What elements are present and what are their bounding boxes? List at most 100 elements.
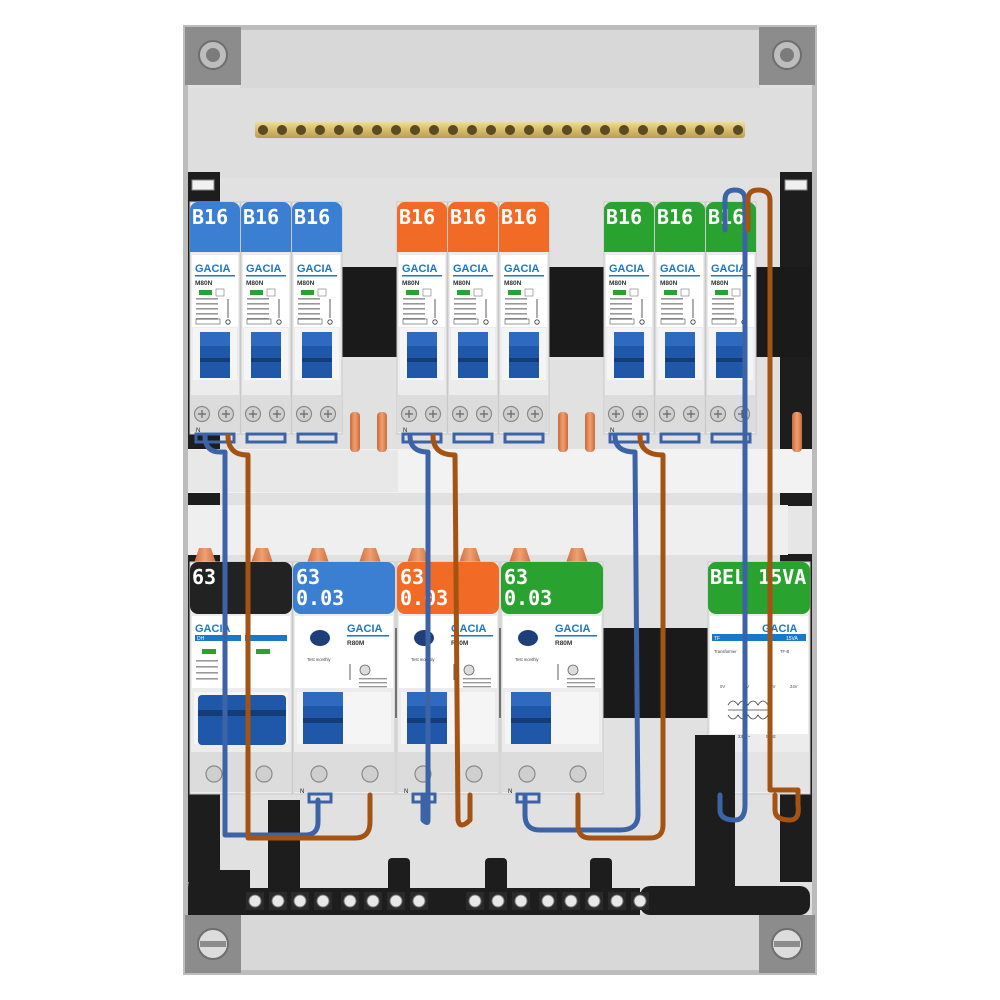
breaker-rating: B16 — [606, 205, 642, 229]
status-window — [457, 290, 470, 295]
neutral-screw[interactable] — [343, 894, 357, 908]
neutral-screw[interactable] — [514, 894, 528, 908]
neutral-screw[interactable] — [587, 894, 601, 908]
test-button-icon[interactable] — [310, 630, 330, 646]
test-button[interactable] — [463, 664, 475, 676]
terminal-screw[interactable] — [310, 765, 328, 783]
neutral-bar-assembly — [188, 735, 810, 915]
test-button[interactable] — [359, 664, 371, 676]
neutral-mark: N — [610, 428, 614, 434]
terminal-screw[interactable] — [205, 765, 223, 783]
copper-finger — [585, 412, 595, 452]
transformer-tap: 0V — [720, 684, 725, 689]
brand-logo: GACIA — [195, 263, 231, 275]
wire-line-green — [575, 433, 666, 841]
copper-finger — [792, 412, 802, 452]
transformer-model: TF — [714, 636, 720, 642]
rcd-label-cap — [397, 562, 499, 614]
earth-screw — [334, 125, 344, 135]
breaker-model: M80N — [297, 280, 315, 287]
earth-screw — [543, 125, 553, 135]
test-button[interactable] — [567, 664, 579, 676]
breaker-rating: B16 — [243, 205, 279, 229]
earth-screw — [657, 125, 667, 135]
status-window — [199, 290, 212, 295]
brand-logo: GACIA — [453, 263, 489, 275]
earth-screw — [676, 125, 686, 135]
neutral-screw[interactable] — [293, 894, 307, 908]
neutral-screw[interactable] — [271, 894, 285, 908]
earth-screw — [429, 125, 439, 135]
main-switch-toggle[interactable] — [198, 695, 286, 745]
earth-screw — [315, 125, 325, 135]
neutral-mark: N — [403, 428, 407, 434]
earth-screw — [391, 125, 401, 135]
terminal-screw[interactable] — [518, 765, 536, 783]
rcd-sensitivity: 0.03 — [296, 586, 344, 610]
breaker-model: M80N — [609, 280, 627, 287]
neutral-screw[interactable] — [366, 894, 380, 908]
terminal-screw[interactable] — [569, 765, 587, 783]
earth-screw — [277, 125, 287, 135]
breaker-model: M80N — [453, 280, 471, 287]
brand-logo: GACIA — [504, 263, 540, 275]
breaker-model: M80N — [660, 280, 678, 287]
transformer-code: TF-B — [780, 649, 790, 654]
wire-transformer-neutral — [717, 187, 748, 823]
rcd-model: R80M — [555, 640, 572, 647]
earth-screw — [372, 125, 382, 135]
neutral-screw[interactable] — [316, 894, 330, 908]
status-window — [613, 290, 626, 295]
main-switch-model: DH — [197, 636, 205, 642]
test-button-icon[interactable] — [518, 630, 538, 646]
breaker-rating: B16 — [657, 205, 693, 229]
breaker-model: M80N — [402, 280, 420, 287]
wire-line-blue — [225, 433, 373, 841]
earth-screw — [296, 125, 306, 135]
brand-logo: GACIA — [246, 263, 282, 275]
neutral-screw[interactable] — [564, 894, 578, 908]
terminal-screw[interactable] — [465, 765, 483, 783]
neutral-screw[interactable] — [633, 894, 647, 908]
brand-logo: GACIA — [711, 263, 747, 275]
neutral-screw[interactable] — [412, 894, 426, 908]
terminal-screw[interactable] — [255, 765, 273, 783]
earth-screw — [695, 125, 705, 135]
status-window — [301, 290, 314, 295]
status-window — [715, 290, 728, 295]
neutral-screw[interactable] — [248, 894, 262, 908]
status-window — [406, 290, 419, 295]
transformer-title: Transformer — [714, 649, 737, 654]
transformer-label: BEL 15VA — [710, 565, 806, 589]
earth-screw — [486, 125, 496, 135]
wiring — [202, 187, 801, 841]
status-window — [250, 290, 263, 295]
terminal-screw[interactable] — [361, 765, 379, 783]
test-note: Test monthly — [307, 657, 331, 662]
neutral-screw[interactable] — [468, 894, 482, 908]
neutral-screw[interactable] — [541, 894, 555, 908]
enclosure-bottom-cover — [240, 914, 760, 970]
breaker-model: M80N — [504, 280, 522, 287]
breaker-model: M80N — [711, 280, 729, 287]
neutral-screw[interactable] — [610, 894, 624, 908]
neutral-screw[interactable] — [491, 894, 505, 908]
busbar-fingers-top — [350, 412, 802, 452]
transformer-tap: 24V — [790, 684, 798, 689]
test-button-icon[interactable] — [414, 630, 434, 646]
neutral-screw[interactable] — [389, 894, 403, 908]
